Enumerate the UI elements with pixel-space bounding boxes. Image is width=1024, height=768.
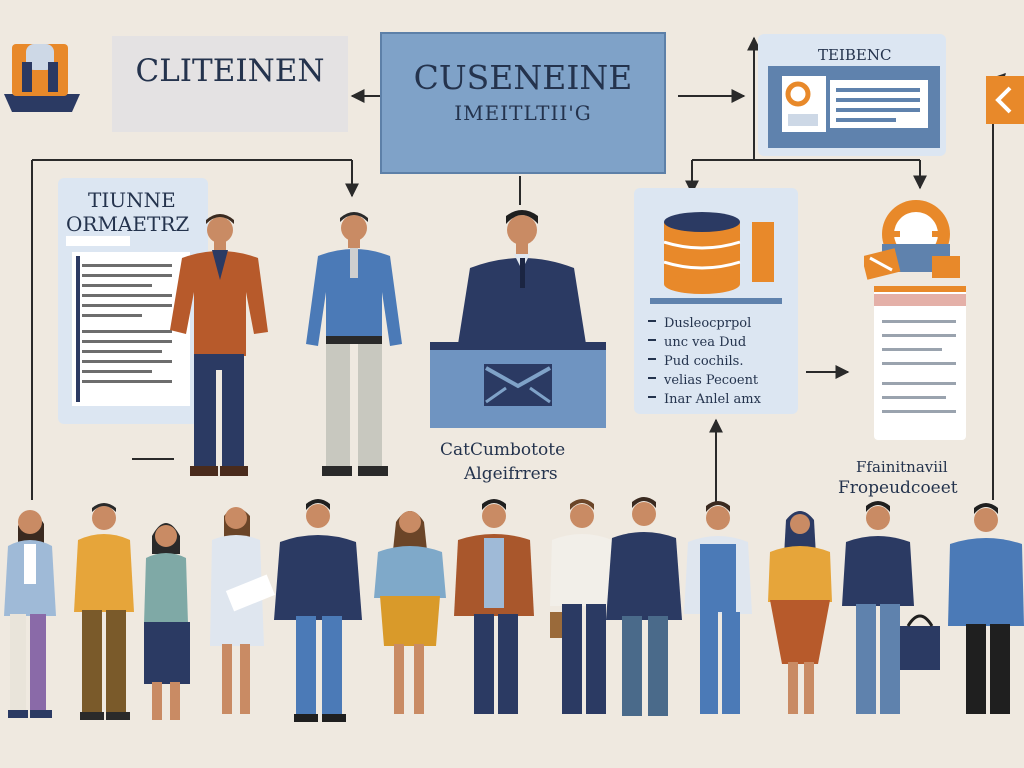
suitcase-icon [4, 44, 80, 112]
crowd-person-7 [454, 499, 534, 714]
crowd-person-12 [842, 501, 940, 714]
left-document-panel: TIUNNE ORMAETRZ [58, 178, 208, 424]
crowd-person-13 [948, 503, 1024, 714]
database-text-line: Pud cochils. [664, 354, 744, 369]
person-orange-jacket [170, 214, 268, 476]
database-text-line: velias Pecoent [664, 373, 759, 388]
document-lines [66, 236, 190, 406]
report-lines [874, 286, 966, 413]
crowd-person-10 [684, 501, 752, 714]
person-at-desk [458, 210, 586, 344]
crowd-person-8 [550, 499, 614, 714]
right-top-box: TEIBENC [758, 34, 946, 156]
right-caption-line2: Fropeudcoeet [838, 478, 958, 498]
document-title-line2: ORMAETRZ [66, 212, 190, 236]
document-title-line1: TIUNNE [88, 188, 176, 212]
crowd-person-4 [210, 507, 275, 714]
right-top-label: TEIBENC [818, 46, 892, 64]
desk-caption-line1: CatCumbotote [440, 440, 566, 460]
report-document [874, 286, 966, 440]
crowd-person-11 [768, 511, 832, 714]
desk-caption-line2: Algeifrrers [464, 464, 558, 484]
target-icon [864, 200, 960, 280]
database-text: Dusleocprpol unc vea Dud Pud cochils. ve… [664, 314, 794, 409]
bullet-markers [648, 320, 656, 398]
client-label: CLITEINEN [135, 53, 325, 89]
database-icon [664, 212, 774, 294]
reception-desk [430, 342, 606, 428]
client-box: CLITEINEN [112, 36, 348, 132]
crowd-person-3 [144, 523, 190, 720]
right-caption-line1: Ffainitnaviil [856, 458, 948, 476]
center-subtitle: IMEITLTII'G [454, 101, 592, 125]
database-divider [650, 298, 782, 304]
crowd-person-9 [606, 497, 682, 716]
arrow-tag-icon [986, 76, 1024, 124]
crowd [4, 497, 1024, 722]
database-panel: Dusleocprpol unc vea Dud Pud cochils. ve… [634, 188, 798, 414]
crowd-person-2 [74, 503, 134, 720]
center-box: CUSENEINE IMEITLTII'G [380, 32, 666, 174]
center-title: CUSENEINE [413, 58, 633, 97]
database-text-line: unc vea Dud [664, 335, 747, 350]
person-blue-jacket [306, 212, 402, 476]
crowd-person-5 [274, 499, 362, 722]
crowd-person-1 [4, 510, 56, 718]
id-card-icon [768, 66, 940, 148]
database-text-line: Inar Anlel amx [664, 392, 761, 407]
envelope-icon [484, 364, 552, 406]
database-text-line: Dusleocprpol [664, 316, 752, 331]
crowd-person-6 [374, 511, 446, 714]
